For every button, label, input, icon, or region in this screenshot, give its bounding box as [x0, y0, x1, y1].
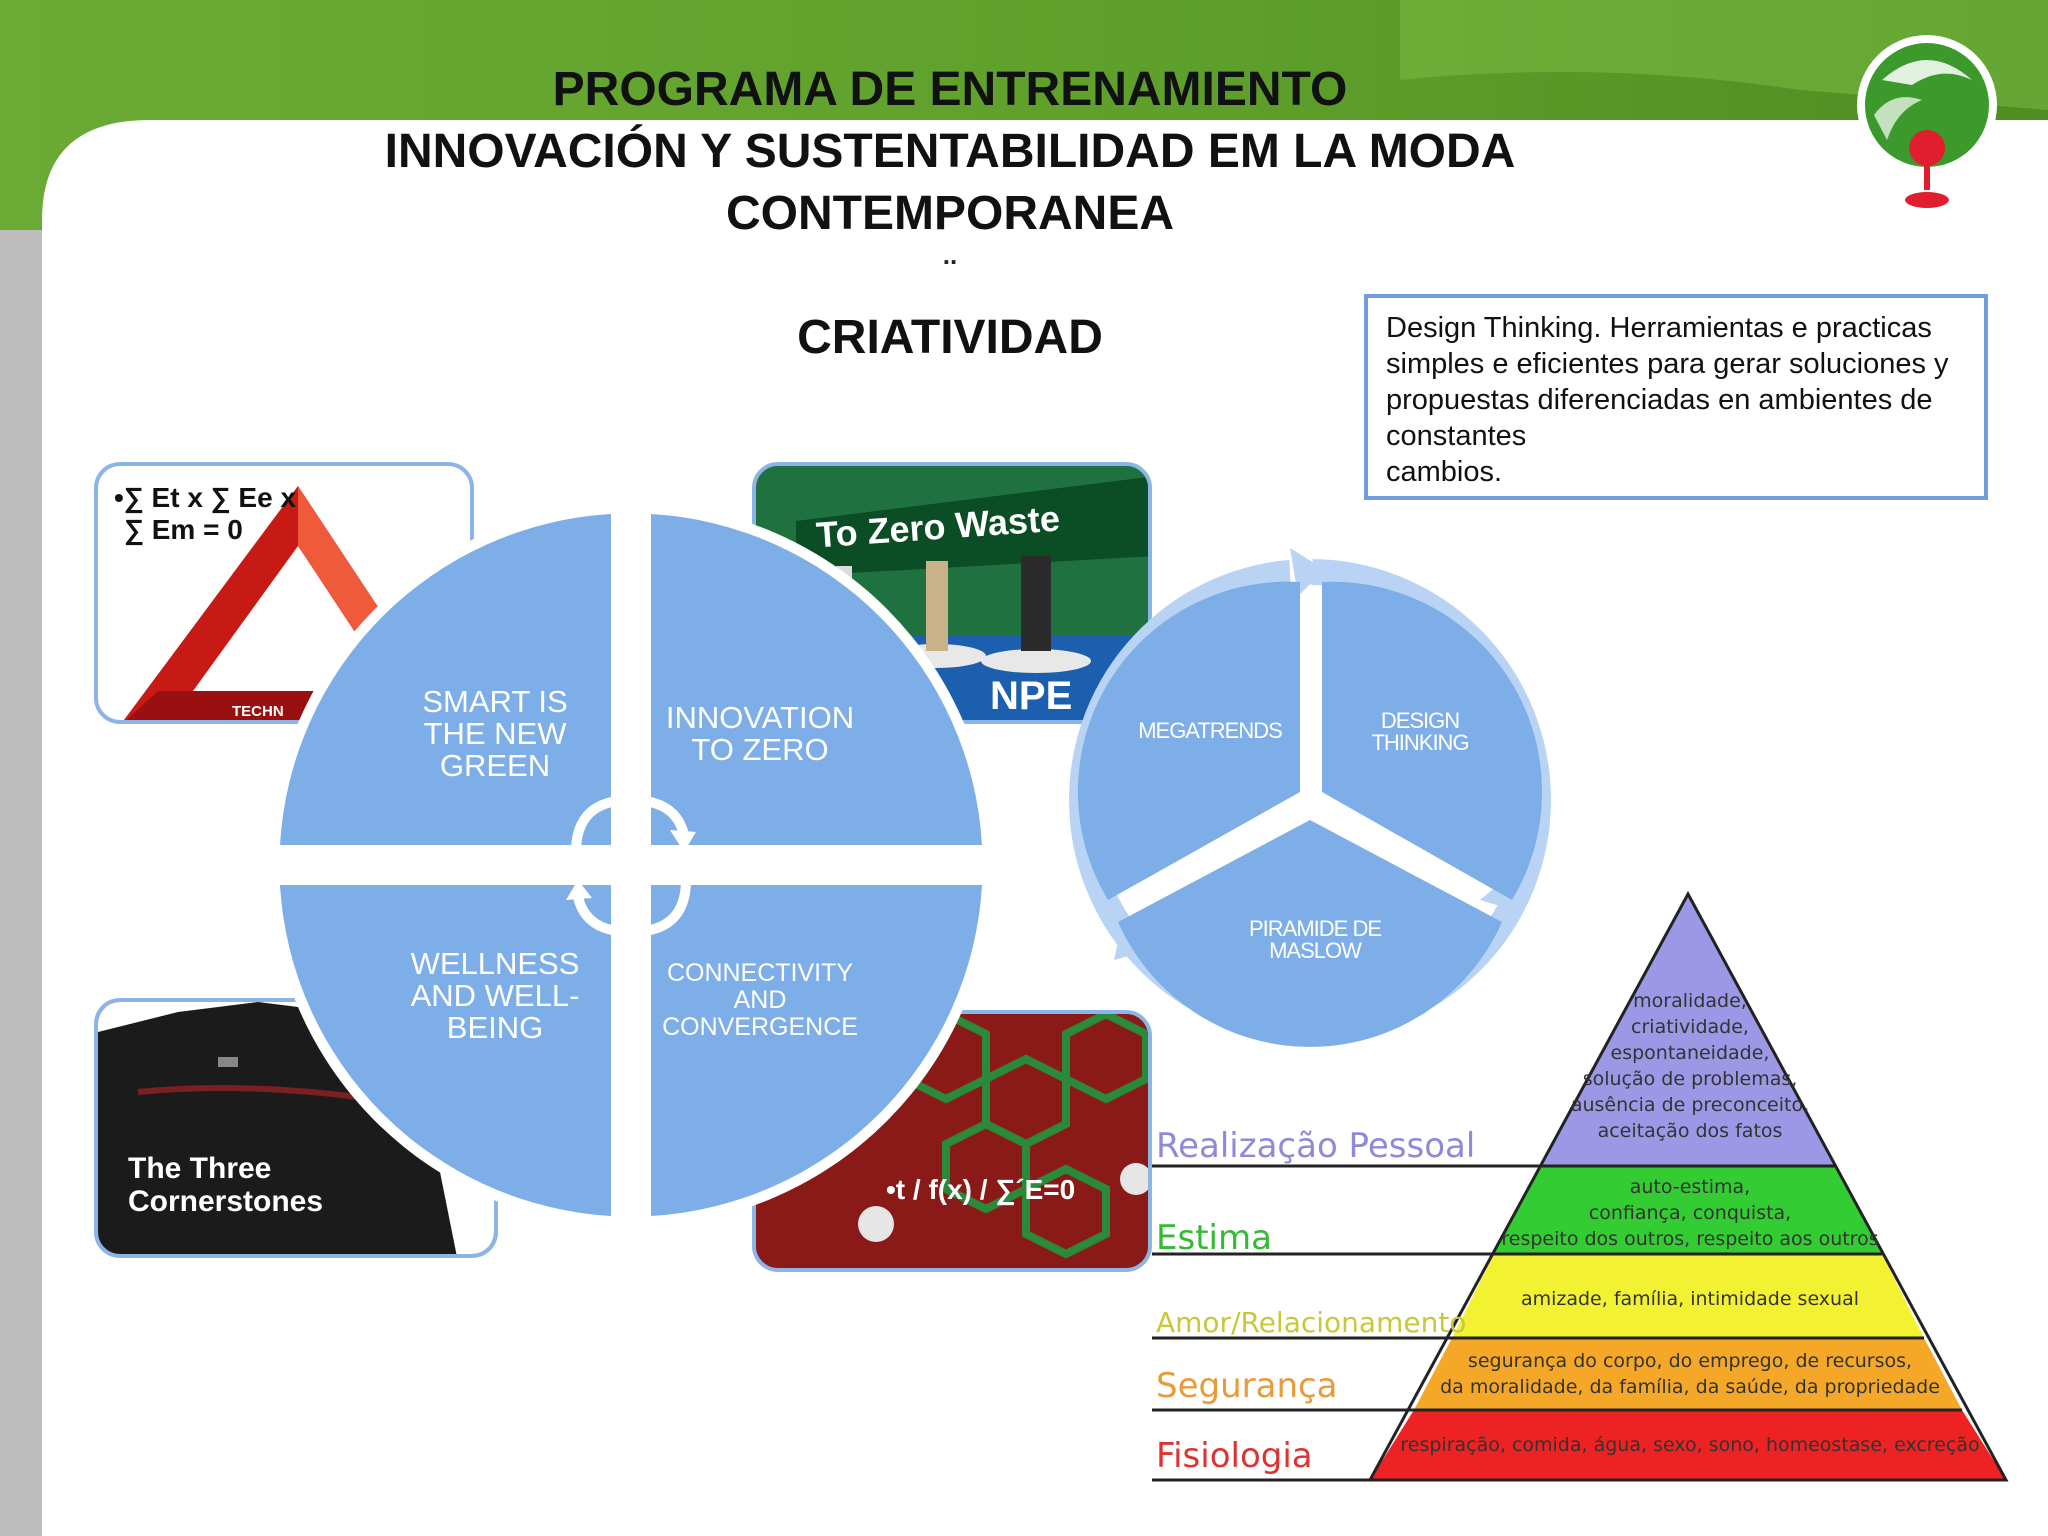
molecule-formula: •t / f(x) / ∑´E=0	[886, 1174, 1076, 1205]
design-thinking-textbox: Design Thinking. Herramientas e practica…	[1364, 294, 1988, 500]
triangle-formula-line-2: ∑ Em = 0	[124, 514, 243, 545]
pyramid-level-seguranca	[1414, 1338, 1962, 1410]
pyramid-level-fisiologia	[1370, 1410, 2006, 1480]
pyramid-text-line: solução de problemas,	[1582, 1068, 1798, 1090]
level-label-realizacao: Realização Pessoal	[1156, 1126, 1476, 1166]
cycle-label-line: PIRAMIDE DE	[1248, 916, 1382, 941]
pyramid-text-line: auto-estima,	[1629, 1176, 1751, 1198]
quadrant-label-line: GREEN	[439, 748, 551, 783]
pyramid-text-line: espontaneidade,	[1610, 1042, 1770, 1064]
cycle-label-line: THINKING	[1371, 730, 1469, 755]
cycle-label-line: DESIGN	[1380, 708, 1460, 733]
pyramid-text-line: respeito dos outros, respeito aos outros	[1501, 1228, 1879, 1250]
quadrant-label-line: BEING	[446, 1010, 544, 1045]
quadrant-label-smart: SMART IS THE NEW GREEN	[380, 686, 610, 782]
maslow-pyramid	[1152, 890, 2009, 1482]
zero-waste-npe: NPE	[990, 674, 1073, 718]
quadrant-label-line: AND	[733, 986, 787, 1014]
design-box-line: constantes	[1386, 420, 1527, 452]
pyramid-estima-text: auto-estima, confiança, conquista, respe…	[1480, 1174, 1900, 1252]
design-box-line: cambios.	[1386, 456, 1503, 488]
triangle-formula: •∑ Et x ∑ Ee x ∑ Em = 0	[114, 482, 296, 546]
four-quadrant-circle	[269, 503, 993, 1227]
page-title-line-3: CONTEMPORANEA	[725, 187, 1174, 240]
design-box-line: Design Thinking. Herramientas e practica…	[1386, 312, 1932, 344]
cycle-segment-design-thinking	[1322, 581, 1543, 900]
title-dots: ..	[942, 240, 958, 270]
quadrant-label-line: TO ZERO	[691, 732, 829, 767]
quadrant-label-wellness: WELLNESS AND WELL- BEING	[380, 948, 610, 1044]
quadrant-label-line: WELLNESS	[410, 946, 580, 981]
pyramid-text-line: ausência de preconceito,	[1570, 1094, 1810, 1116]
pyramid-fisiologia-text: respiração, comida, água, sexo, sono, ho…	[1400, 1434, 1980, 1456]
quadrant-innovation-zero	[651, 514, 982, 845]
quadrant-wellness	[280, 885, 611, 1216]
shirt-caption-line-2: Cornerstones	[128, 1185, 324, 1218]
quadrant-smart-green	[280, 514, 611, 845]
pyramid-top-text: moralidade, criatividade, espontaneidade…	[1540, 988, 1840, 1144]
cycle-label-line: MASLOW	[1269, 938, 1362, 963]
pyramid-text-line: moralidade,	[1633, 990, 1747, 1012]
page-title-line-2: INNOVACIÓN Y SUSTENTABILIDAD EM LA MODA	[384, 125, 1516, 178]
quadrant-label-innovation: INNOVATION TO ZERO	[640, 702, 880, 766]
shirt-caption-line-1: The Three	[128, 1152, 272, 1185]
cycle-segment-maslow	[1118, 820, 1502, 1047]
pyramid-text-line: aceitação dos fatos	[1597, 1120, 1783, 1142]
cycle-arrows-icon	[571, 794, 691, 938]
pyramid-level-top	[1540, 894, 1836, 1166]
pyramid-text-line: confiança, conquista,	[1588, 1202, 1792, 1224]
pyramid-text-line: criatividade,	[1631, 1016, 1749, 1038]
quadrant-label-connectivity: CONNECTIVITY AND CONVERGENCE	[640, 960, 880, 1041]
shirt-caption: The Three Cornerstones	[128, 1152, 323, 1218]
triangle-power-label: POWER	[159, 575, 202, 628]
cycle-label-design: DESIGN THINKING	[1330, 710, 1510, 754]
cycle-label-maslow: PIRAMIDE DE MASLOW	[1225, 918, 1405, 962]
quadrant-label-line: AND WELL-	[410, 978, 580, 1013]
design-box-line: propuestas diferenciadas en ambientes de	[1386, 384, 1933, 416]
level-label-fisiologia: Fisiologia	[1156, 1436, 1313, 1476]
level-label-seguranca: Segurança	[1156, 1366, 1338, 1406]
pyramid-level-estima	[1494, 1166, 1882, 1254]
page-title-line-1: PROGRAMA DE ENTRENAMIENTO	[552, 63, 1348, 116]
cycle-segment-megatrends	[1077, 581, 1300, 900]
quadrant-connectivity	[651, 885, 982, 1216]
pyramid-level-amor	[1452, 1254, 1924, 1338]
triangle-techn-label: TECHN	[232, 703, 284, 720]
level-label-amor: Amor/Relacionamento	[1156, 1306, 1467, 1339]
brand-logo-icon	[1857, 35, 1997, 208]
cycle-label-megatrends: MEGATRENDS	[1138, 718, 1283, 743]
quadrant-label-line: THE NEW	[423, 716, 567, 751]
pyramid-text-line: segurança do corpo, do emprego, de recur…	[1467, 1350, 1913, 1372]
quadrant-label-line: SMART IS	[422, 684, 568, 719]
section-subtitle: CRIATIVIDAD	[797, 311, 1103, 364]
design-box-line: simples e eficientes para gerar solucion…	[1386, 348, 1949, 380]
pyramid-amor-text: amizade, família, intimidade sexual	[1520, 1288, 1860, 1310]
quadrant-label-line: INNOVATION	[665, 700, 855, 735]
triangle-formula-line-1: •∑ Et x ∑ Ee x	[114, 482, 297, 513]
pyramid-seguranca-text: segurança do corpo, do emprego, de recur…	[1410, 1348, 1970, 1400]
three-part-cycle	[1069, 548, 1551, 1047]
quadrant-label-line: CONNECTIVITY	[666, 959, 854, 987]
level-label-estima: Estima	[1156, 1218, 1272, 1258]
pyramid-text-line: da moralidade, da família, da saúde, da …	[1440, 1376, 1940, 1398]
quadrant-label-line: CONVERGENCE	[662, 1013, 858, 1041]
